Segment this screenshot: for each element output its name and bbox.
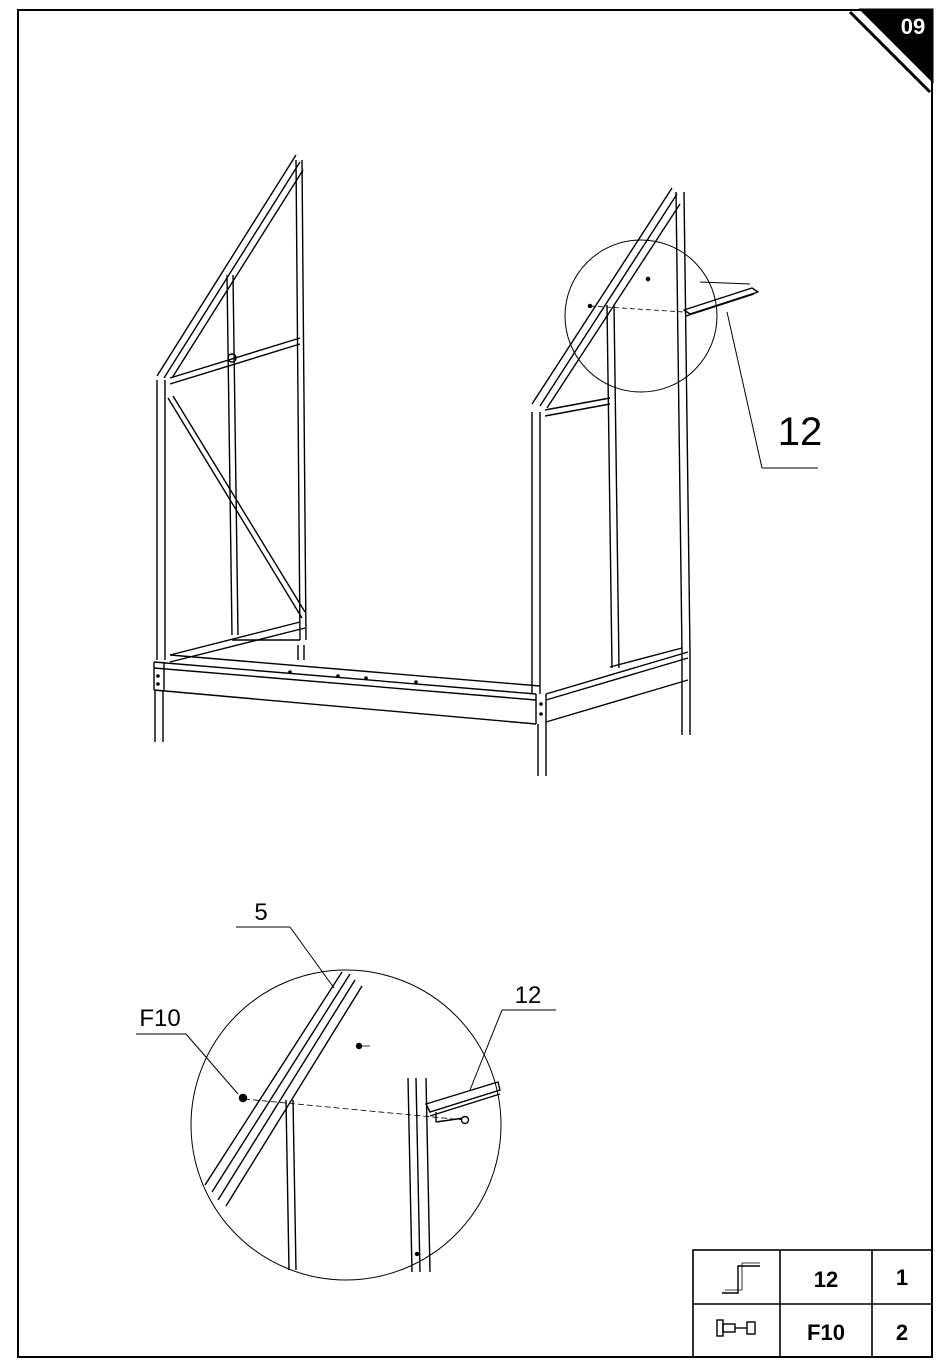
roof-profile-5 [205,972,362,1206]
detail-view [136,927,556,1280]
base-front-rail [154,645,690,776]
table-row-2-code: F10 [807,1320,845,1345]
f10-bolt [240,1044,469,1256]
page-number-badge: 09 [850,10,932,92]
callout-label-5: 5 [254,899,267,926]
bolt-nut-icon [717,1320,755,1336]
right-end-wall [532,188,690,694]
callout-label-12: 12 [778,410,823,454]
part-12-detail [426,1082,500,1122]
table-row-1-code: 12 [814,1267,838,1292]
table-row-1-qty: 1 [896,1265,908,1290]
callout-label-f10: F10 [139,1005,180,1032]
greenhouse-frame [154,155,818,776]
page-border [18,10,932,1357]
detail-circle [191,970,501,1280]
angle-profile-icon [722,1263,760,1293]
detail-leaders [136,927,556,1094]
left-end-wall [157,155,306,662]
callout-label-12-detail: 12 [515,982,542,1009]
page-number: 09 [901,14,925,39]
table-row-2-qty: 2 [896,1320,908,1345]
rail-bolt-holes [156,670,543,716]
